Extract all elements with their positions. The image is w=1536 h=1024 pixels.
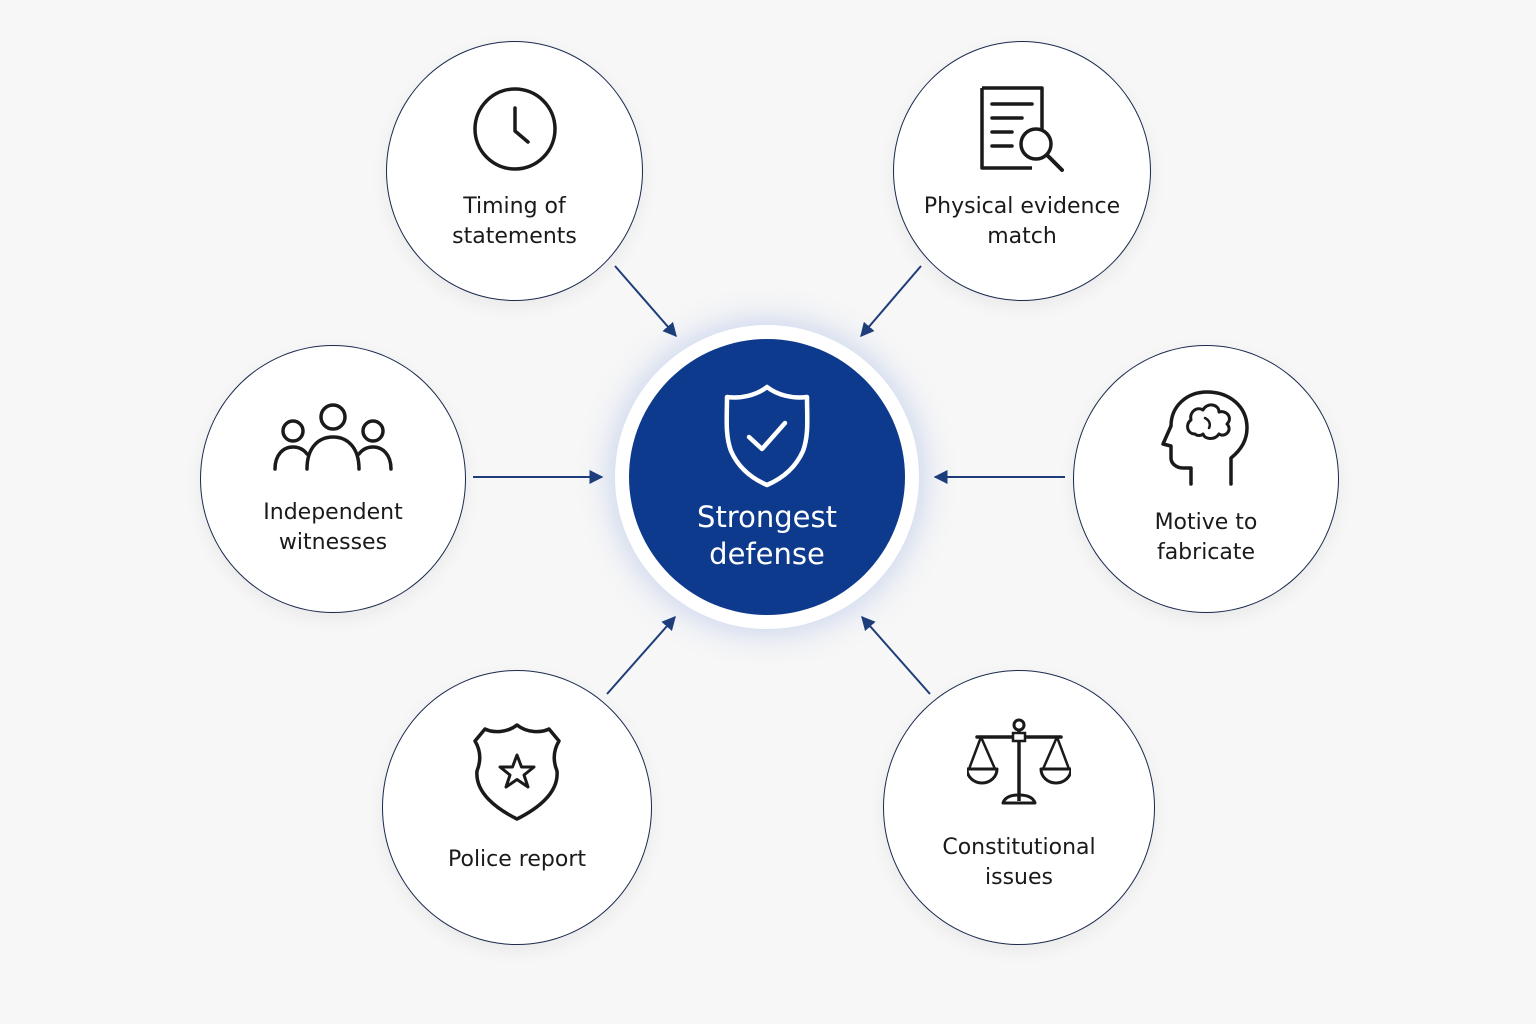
factor-motive-to-fabricate: Motive to fabricate — [1073, 345, 1339, 613]
factor-label: Physical evidence match — [923, 194, 1121, 249]
arrow-physical-to-center — [860, 265, 922, 338]
factor-timing-of-statements: Timing of statements — [386, 41, 643, 301]
factor-label: Timing of statements — [452, 194, 577, 249]
factor-label: Constitutional issues — [942, 835, 1096, 890]
center-node-strongest-defense: Strongest defense — [629, 339, 905, 615]
arrow-constitutional-to-center — [861, 615, 931, 695]
scales-of-justice-icon — [967, 718, 1071, 805]
factor-independent-witnesses: Independent witnesses — [200, 345, 466, 613]
factor-police-report: Police report — [382, 670, 652, 945]
factor-label: Independent witnesses — [263, 500, 403, 555]
document-search-icon — [980, 86, 1064, 172]
head-brain-icon — [1161, 390, 1249, 486]
factor-physical-evidence-match: Physical evidence match — [893, 41, 1151, 301]
factor-constitutional-issues: Constitutional issues — [883, 670, 1155, 945]
shield-check-icon — [724, 384, 810, 488]
arrow-timing-to-center — [614, 265, 677, 338]
people-group-icon — [273, 403, 393, 471]
factor-label: Motive to fabricate — [1154, 510, 1258, 565]
police-badge-icon — [473, 723, 561, 821]
arrow-police-to-center — [606, 615, 676, 695]
center-label: Strongest defense — [697, 500, 837, 571]
factor-label: Police report — [448, 847, 586, 872]
clock-icon — [472, 87, 557, 171]
